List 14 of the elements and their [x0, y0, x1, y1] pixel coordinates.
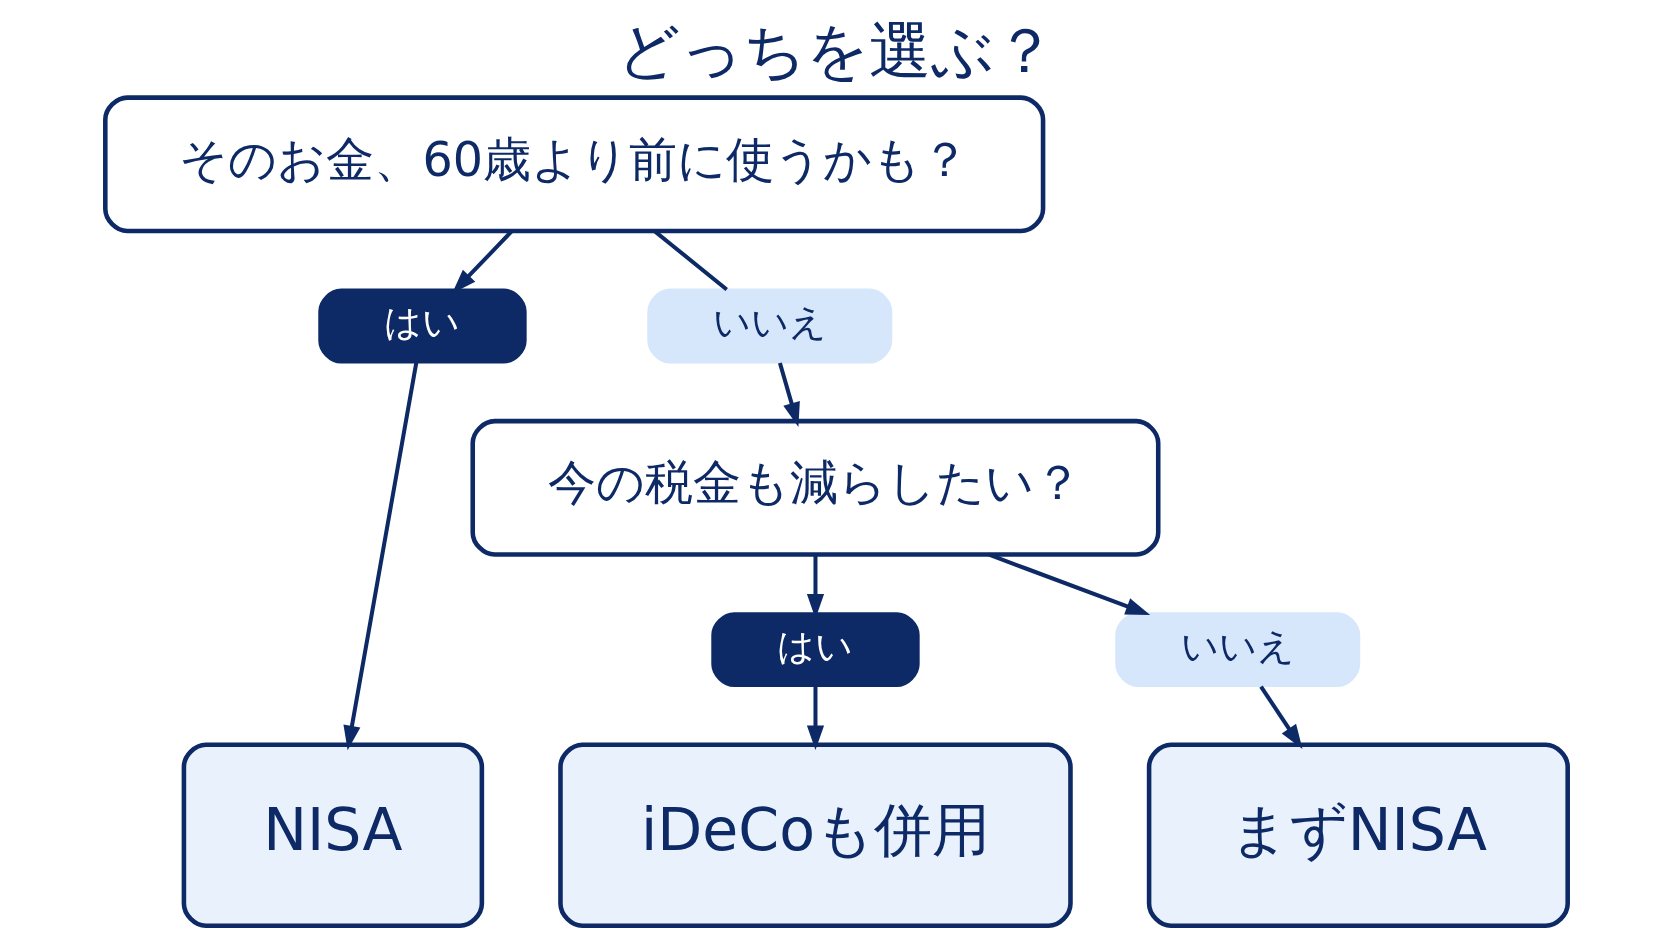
- node-box: まずNISA: [1146, 742, 1570, 928]
- arrow: [342, 362, 418, 751]
- node-box: はい: [710, 612, 920, 688]
- arrow: [806, 686, 824, 751]
- arrow: [777, 362, 800, 427]
- node-box: 今の税金も減らしたい？: [469, 418, 1160, 557]
- arrow: [1258, 685, 1302, 750]
- node-box: いいえ: [1114, 612, 1360, 688]
- node-box: iDeCoも併用: [557, 742, 1073, 928]
- node-box: はい: [317, 288, 527, 364]
- node-box: そのお金、60歳より前に使うかも？: [102, 95, 1045, 234]
- diagram-title: どっちを選ぶ？: [616, 14, 1056, 88]
- node-box: NISA: [181, 742, 484, 928]
- node-box: いいえ: [646, 288, 892, 364]
